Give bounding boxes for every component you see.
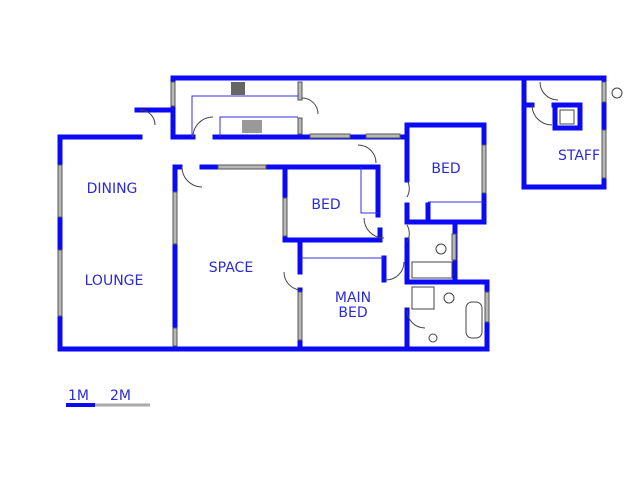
- room-label-bed: BED: [311, 197, 341, 213]
- scale-1m: 1M: [68, 388, 89, 404]
- stove-icon: [231, 82, 245, 95]
- room-label-dining: DINING: [86, 181, 138, 197]
- scale-2m: 2M: [110, 388, 131, 404]
- room-label-bed: BED: [431, 161, 461, 177]
- sink-icon: [242, 120, 262, 133]
- windows: [57, 81, 607, 347]
- room-label-lounge: LOUNGE: [84, 273, 144, 289]
- room-label-space: SPACE: [208, 260, 254, 276]
- room-label-staff: STAFF: [558, 148, 601, 164]
- doors: [139, 81, 559, 329]
- fixtures: [191, 82, 623, 343]
- main-bed-line-1: MAIN: [334, 290, 372, 306]
- main-bed-line-2: BED: [338, 305, 368, 321]
- bath-icon: [465, 301, 483, 339]
- toilet-icon: [443, 292, 455, 304]
- shower-icon: [411, 286, 435, 310]
